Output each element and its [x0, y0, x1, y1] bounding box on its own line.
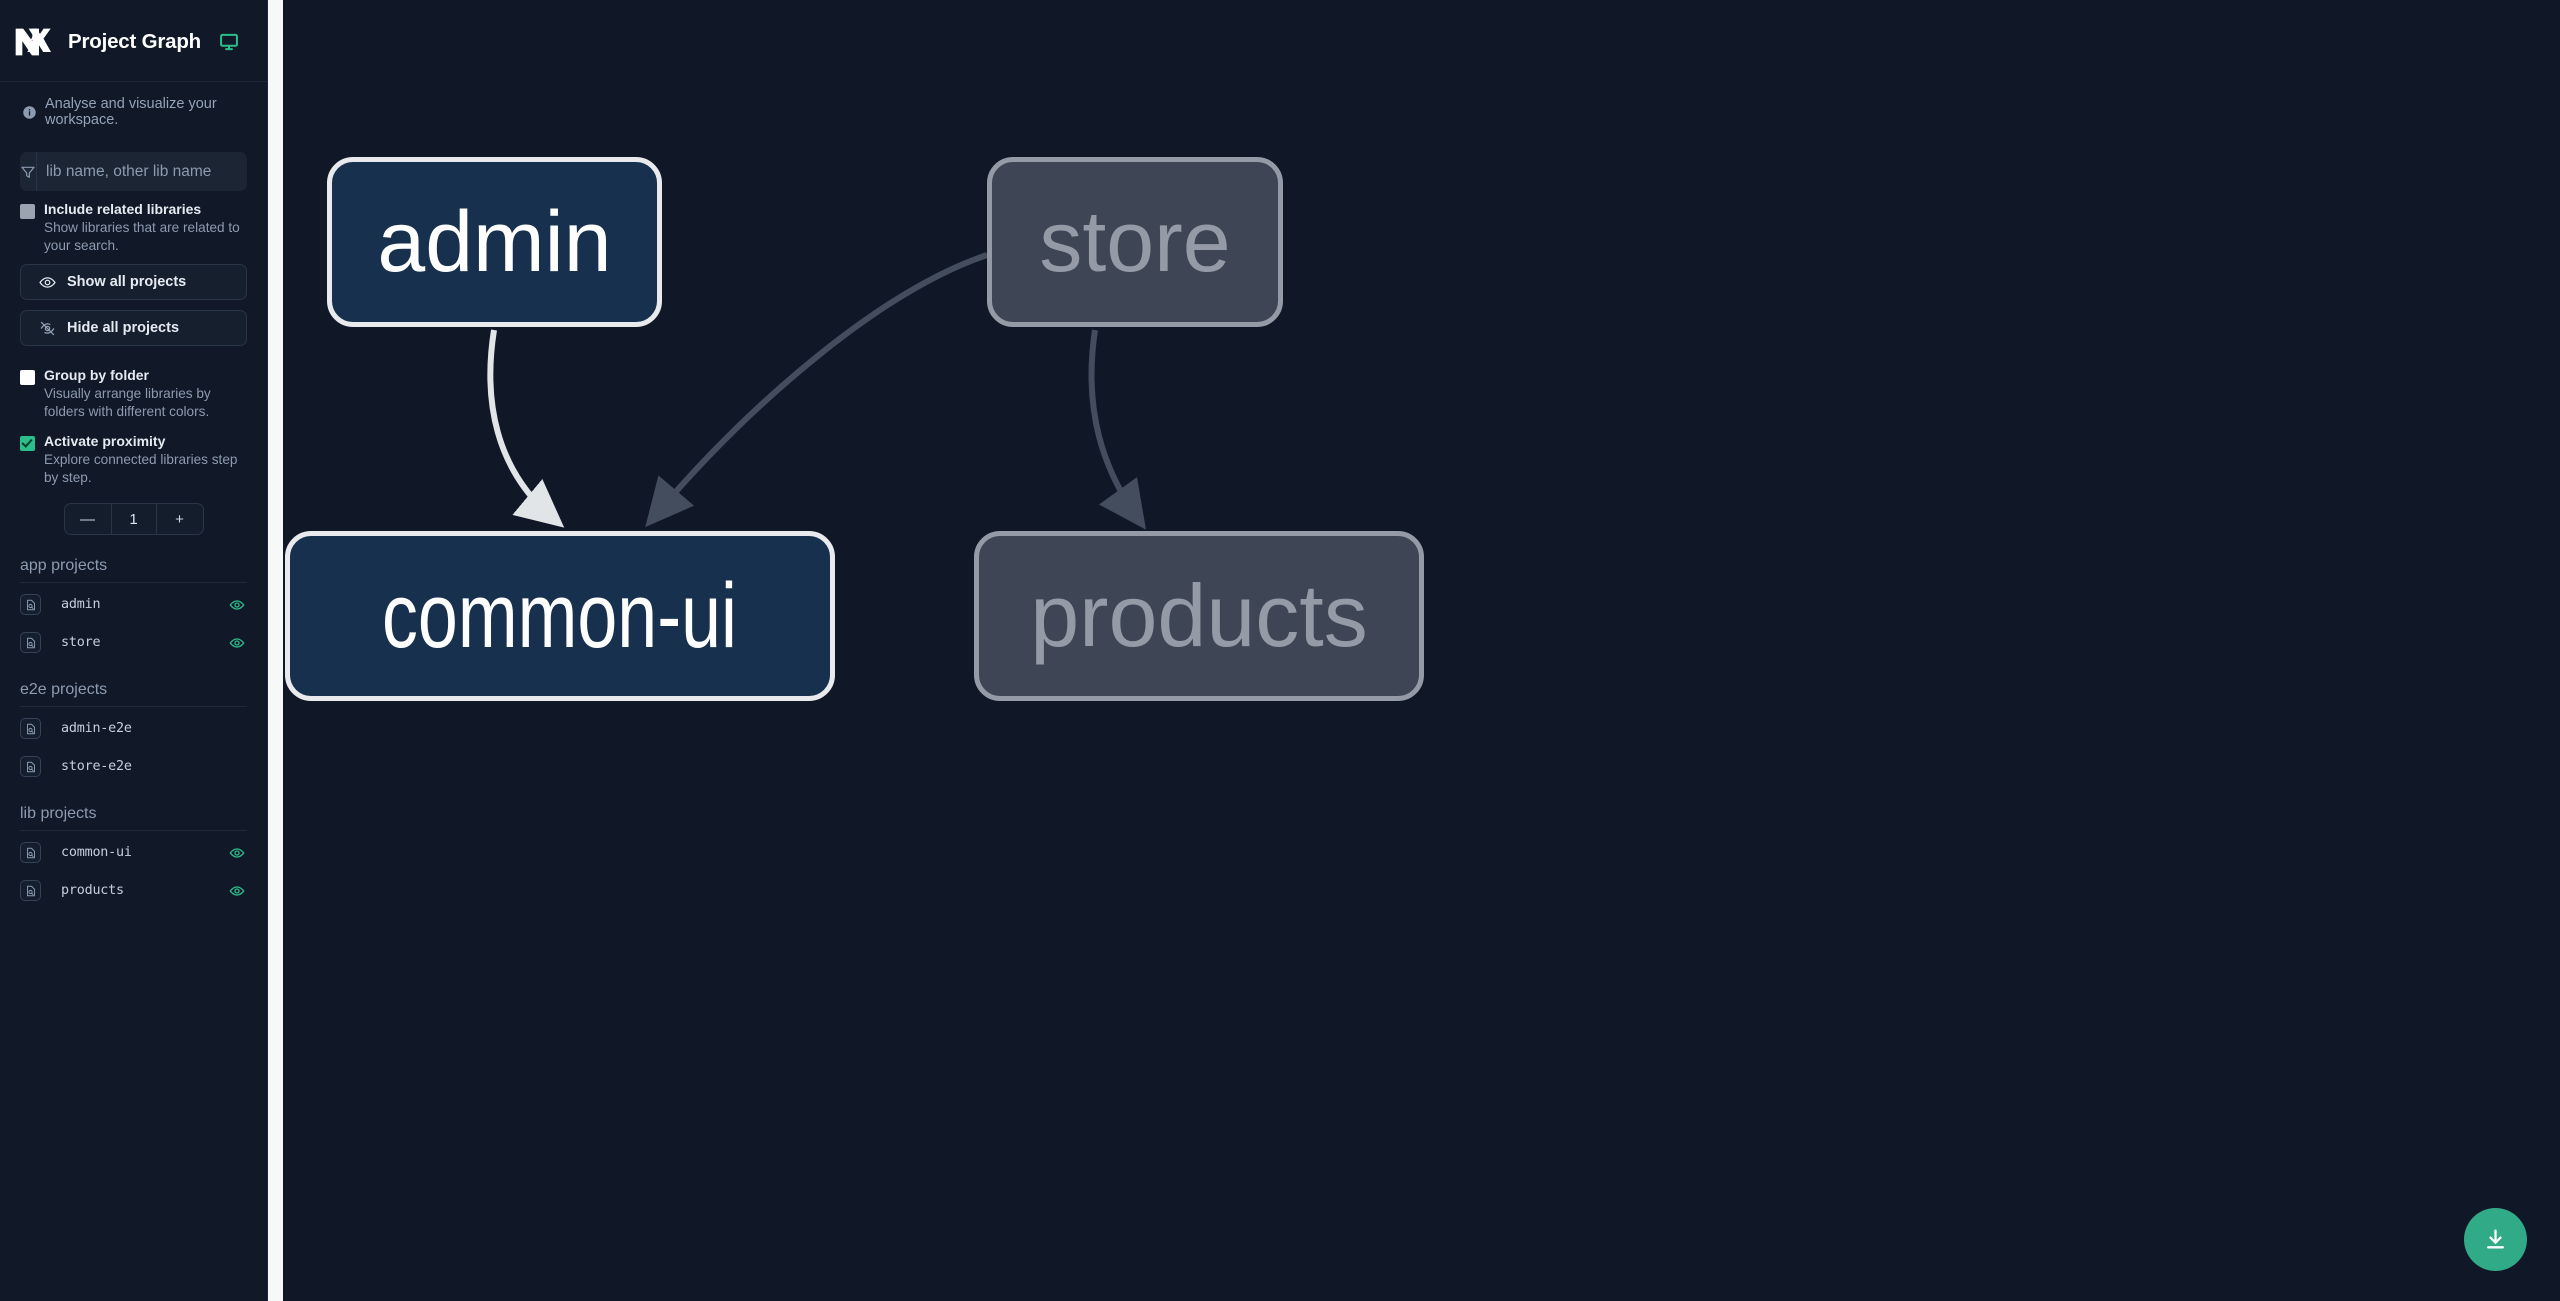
option-activate-proximity[interactable]: Activate proximity Explore connected lib…	[0, 420, 267, 486]
sidebar-scrollbar[interactable]	[268, 0, 283, 1301]
file-search-icon	[26, 637, 35, 648]
page-title: Project Graph	[68, 29, 201, 53]
list-item[interactable]: admin	[20, 588, 247, 621]
graph-node-label: store	[1039, 194, 1231, 290]
list-item[interactable]: common-ui	[20, 836, 247, 869]
group-lib-projects: lib projects common-ui	[0, 805, 267, 907]
activate-proximity-label: Activate proximity	[44, 433, 166, 449]
group-by-folder-label: Group by folder	[44, 367, 149, 383]
list-item[interactable]: store-e2e	[20, 750, 247, 783]
group-heading: lib projects	[20, 805, 247, 831]
download-icon	[2487, 1229, 2504, 1249]
group-by-folder-description: Visually arrange libraries by folders wi…	[44, 386, 211, 419]
list-item[interactable]: products	[20, 874, 247, 907]
list-item[interactable]: admin-e2e	[20, 712, 247, 745]
search-input[interactable]	[37, 152, 247, 191]
option-include-related[interactable]: Include related libraries Show libraries…	[0, 191, 267, 254]
edge-store-common-ui	[645, 252, 988, 528]
list-item[interactable]: store	[20, 626, 247, 659]
group-e2e-projects: e2e projects admin-e2e	[0, 681, 267, 783]
monitor-icon[interactable]	[219, 32, 239, 52]
file-search-icon	[26, 885, 35, 896]
eye-icon[interactable]	[229, 597, 245, 613]
project-file-icon	[20, 756, 41, 777]
activate-proximity-description: Explore connected libraries step by step…	[44, 452, 238, 485]
nx-logo	[15, 28, 51, 55]
show-all-projects-label: Show all projects	[67, 274, 187, 290]
group-heading: e2e projects	[20, 681, 247, 707]
file-search-icon	[26, 599, 35, 610]
sidebar-header: Project Graph	[0, 0, 267, 82]
proximity-increment-button[interactable]: +	[175, 510, 184, 528]
graph-node-label: admin	[377, 194, 612, 290]
group-heading: app projects	[20, 557, 247, 583]
eye-icon[interactable]	[229, 883, 245, 899]
tagline-text: Analyse and visualize your workspace.	[45, 96, 217, 128]
project-name: admin-e2e	[61, 721, 132, 736]
eye-icon[interactable]	[229, 635, 245, 651]
proximity-value: 1	[110, 504, 157, 534]
project-name: common-ui	[61, 845, 132, 860]
include-related-checkbox[interactable]	[20, 204, 35, 219]
graph-node-label: common-ui	[382, 565, 738, 667]
graph-node-common-ui[interactable]: common-ui	[285, 531, 835, 701]
project-name: admin	[61, 597, 101, 612]
graph-node-products[interactable]: products	[974, 531, 1424, 701]
project-name: products	[61, 883, 124, 898]
edge-store-products	[1088, 329, 1147, 530]
project-file-icon	[20, 718, 41, 739]
group-by-folder-checkbox[interactable]	[20, 370, 35, 385]
graph-edges	[487, 252, 1147, 530]
include-related-label: Include related libraries	[44, 201, 202, 217]
project-name: store-e2e	[61, 759, 132, 774]
info-icon	[23, 105, 36, 119]
edge-admin-common-ui	[487, 329, 565, 528]
graph-node-store[interactable]: store	[987, 157, 1283, 327]
graph-canvas[interactable]: admin store common-ui products	[283, 0, 2560, 1301]
eye-icon	[39, 276, 56, 288]
proximity-decrement-button[interactable]: —	[80, 510, 95, 528]
include-related-description: Show libraries that are related to your …	[44, 220, 240, 253]
eye-off-icon	[40, 321, 55, 335]
funnel-icon	[21, 166, 35, 178]
file-search-icon	[26, 761, 35, 772]
project-file-icon	[20, 632, 41, 653]
file-search-icon	[26, 723, 35, 734]
search-field[interactable]	[20, 152, 247, 191]
filter-icon-box	[20, 152, 37, 191]
graph-node-label: products	[1030, 566, 1368, 665]
proximity-stepper: — 1 +	[0, 503, 267, 535]
activate-proximity-checkbox[interactable]	[20, 436, 35, 451]
file-search-icon	[26, 847, 35, 858]
project-file-icon	[20, 594, 41, 615]
sidebar-tagline: Analyse and visualize your workspace.	[0, 82, 267, 138]
hide-all-projects-label: Hide all projects	[67, 320, 180, 336]
project-file-icon	[20, 842, 41, 863]
option-group-by-folder[interactable]: Group by folder Visually arrange librari…	[0, 346, 267, 420]
group-app-projects: app projects admin	[0, 557, 267, 659]
project-file-icon	[20, 880, 41, 901]
project-name: store	[61, 635, 101, 650]
download-graph-button[interactable]	[2464, 1208, 2527, 1271]
show-all-projects-button[interactable]: Show all projects	[20, 264, 247, 300]
graph-node-admin[interactable]: admin	[327, 157, 662, 327]
eye-icon[interactable]	[229, 845, 245, 861]
sidebar: Project Graph Analyse and visualize your…	[0, 0, 268, 1301]
hide-all-projects-button[interactable]: Hide all projects	[20, 310, 247, 346]
